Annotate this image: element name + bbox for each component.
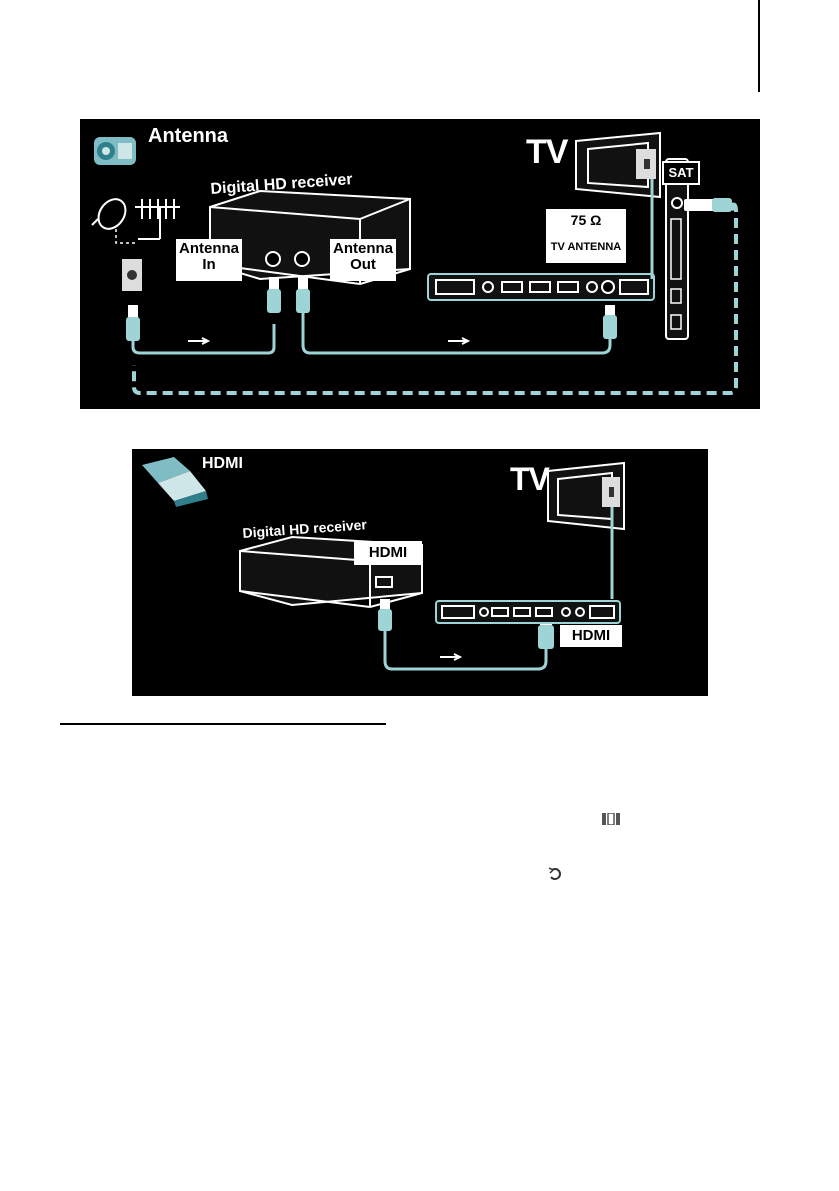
antenna-panel-title: Antenna [148, 125, 228, 147]
antenna-connector-icon [94, 137, 136, 165]
tv-connector-panel [435, 600, 621, 624]
receiver-hdmi-label: HDMI [354, 541, 422, 565]
antenna-out-label: Antenna Out [330, 239, 396, 281]
antenna-diagram: Antenna Digital HD receiver TV Antenna I… [80, 119, 760, 409]
tv-set [547, 461, 625, 599]
hdmi-cable [383, 631, 548, 671]
tv-side-panel [665, 158, 689, 340]
section-rule [60, 723, 386, 725]
sat-label: SAT [662, 161, 700, 185]
back-icon [548, 866, 562, 880]
antenna-in-label: Antenna In [176, 239, 242, 281]
antenna-cable-1 [131, 324, 276, 355]
arrow-1 [188, 337, 211, 345]
hdmi-panel-title: HDMI [202, 455, 243, 472]
tv-label: TV [526, 133, 568, 171]
tv-aerial-icon [135, 199, 180, 240]
hdmi-diagram: HDMI Digital HD receiver TV HDMI HDMI [132, 449, 708, 696]
page-top-border [758, 0, 760, 92]
tv-set [575, 131, 661, 279]
tv-hdmi-label: HDMI [560, 625, 622, 647]
tv-label: TV [510, 461, 550, 497]
arrow-2 [448, 337, 471, 345]
satellite-cable [132, 202, 738, 395]
hdmi-connector-icon [142, 457, 208, 507]
arrow-hdmi [440, 653, 463, 661]
antenna-cable-2 [301, 313, 612, 355]
format-icon [602, 810, 622, 826]
ohm-label: 75 Ω [570, 212, 602, 228]
tv-connector-panel [427, 273, 655, 301]
tv-antenna-box: 75 Ω TV ANTENNA [546, 209, 626, 263]
tv-antenna-label: TV ANTENNA [550, 240, 622, 253]
satellite-dish-icon [91, 198, 127, 230]
